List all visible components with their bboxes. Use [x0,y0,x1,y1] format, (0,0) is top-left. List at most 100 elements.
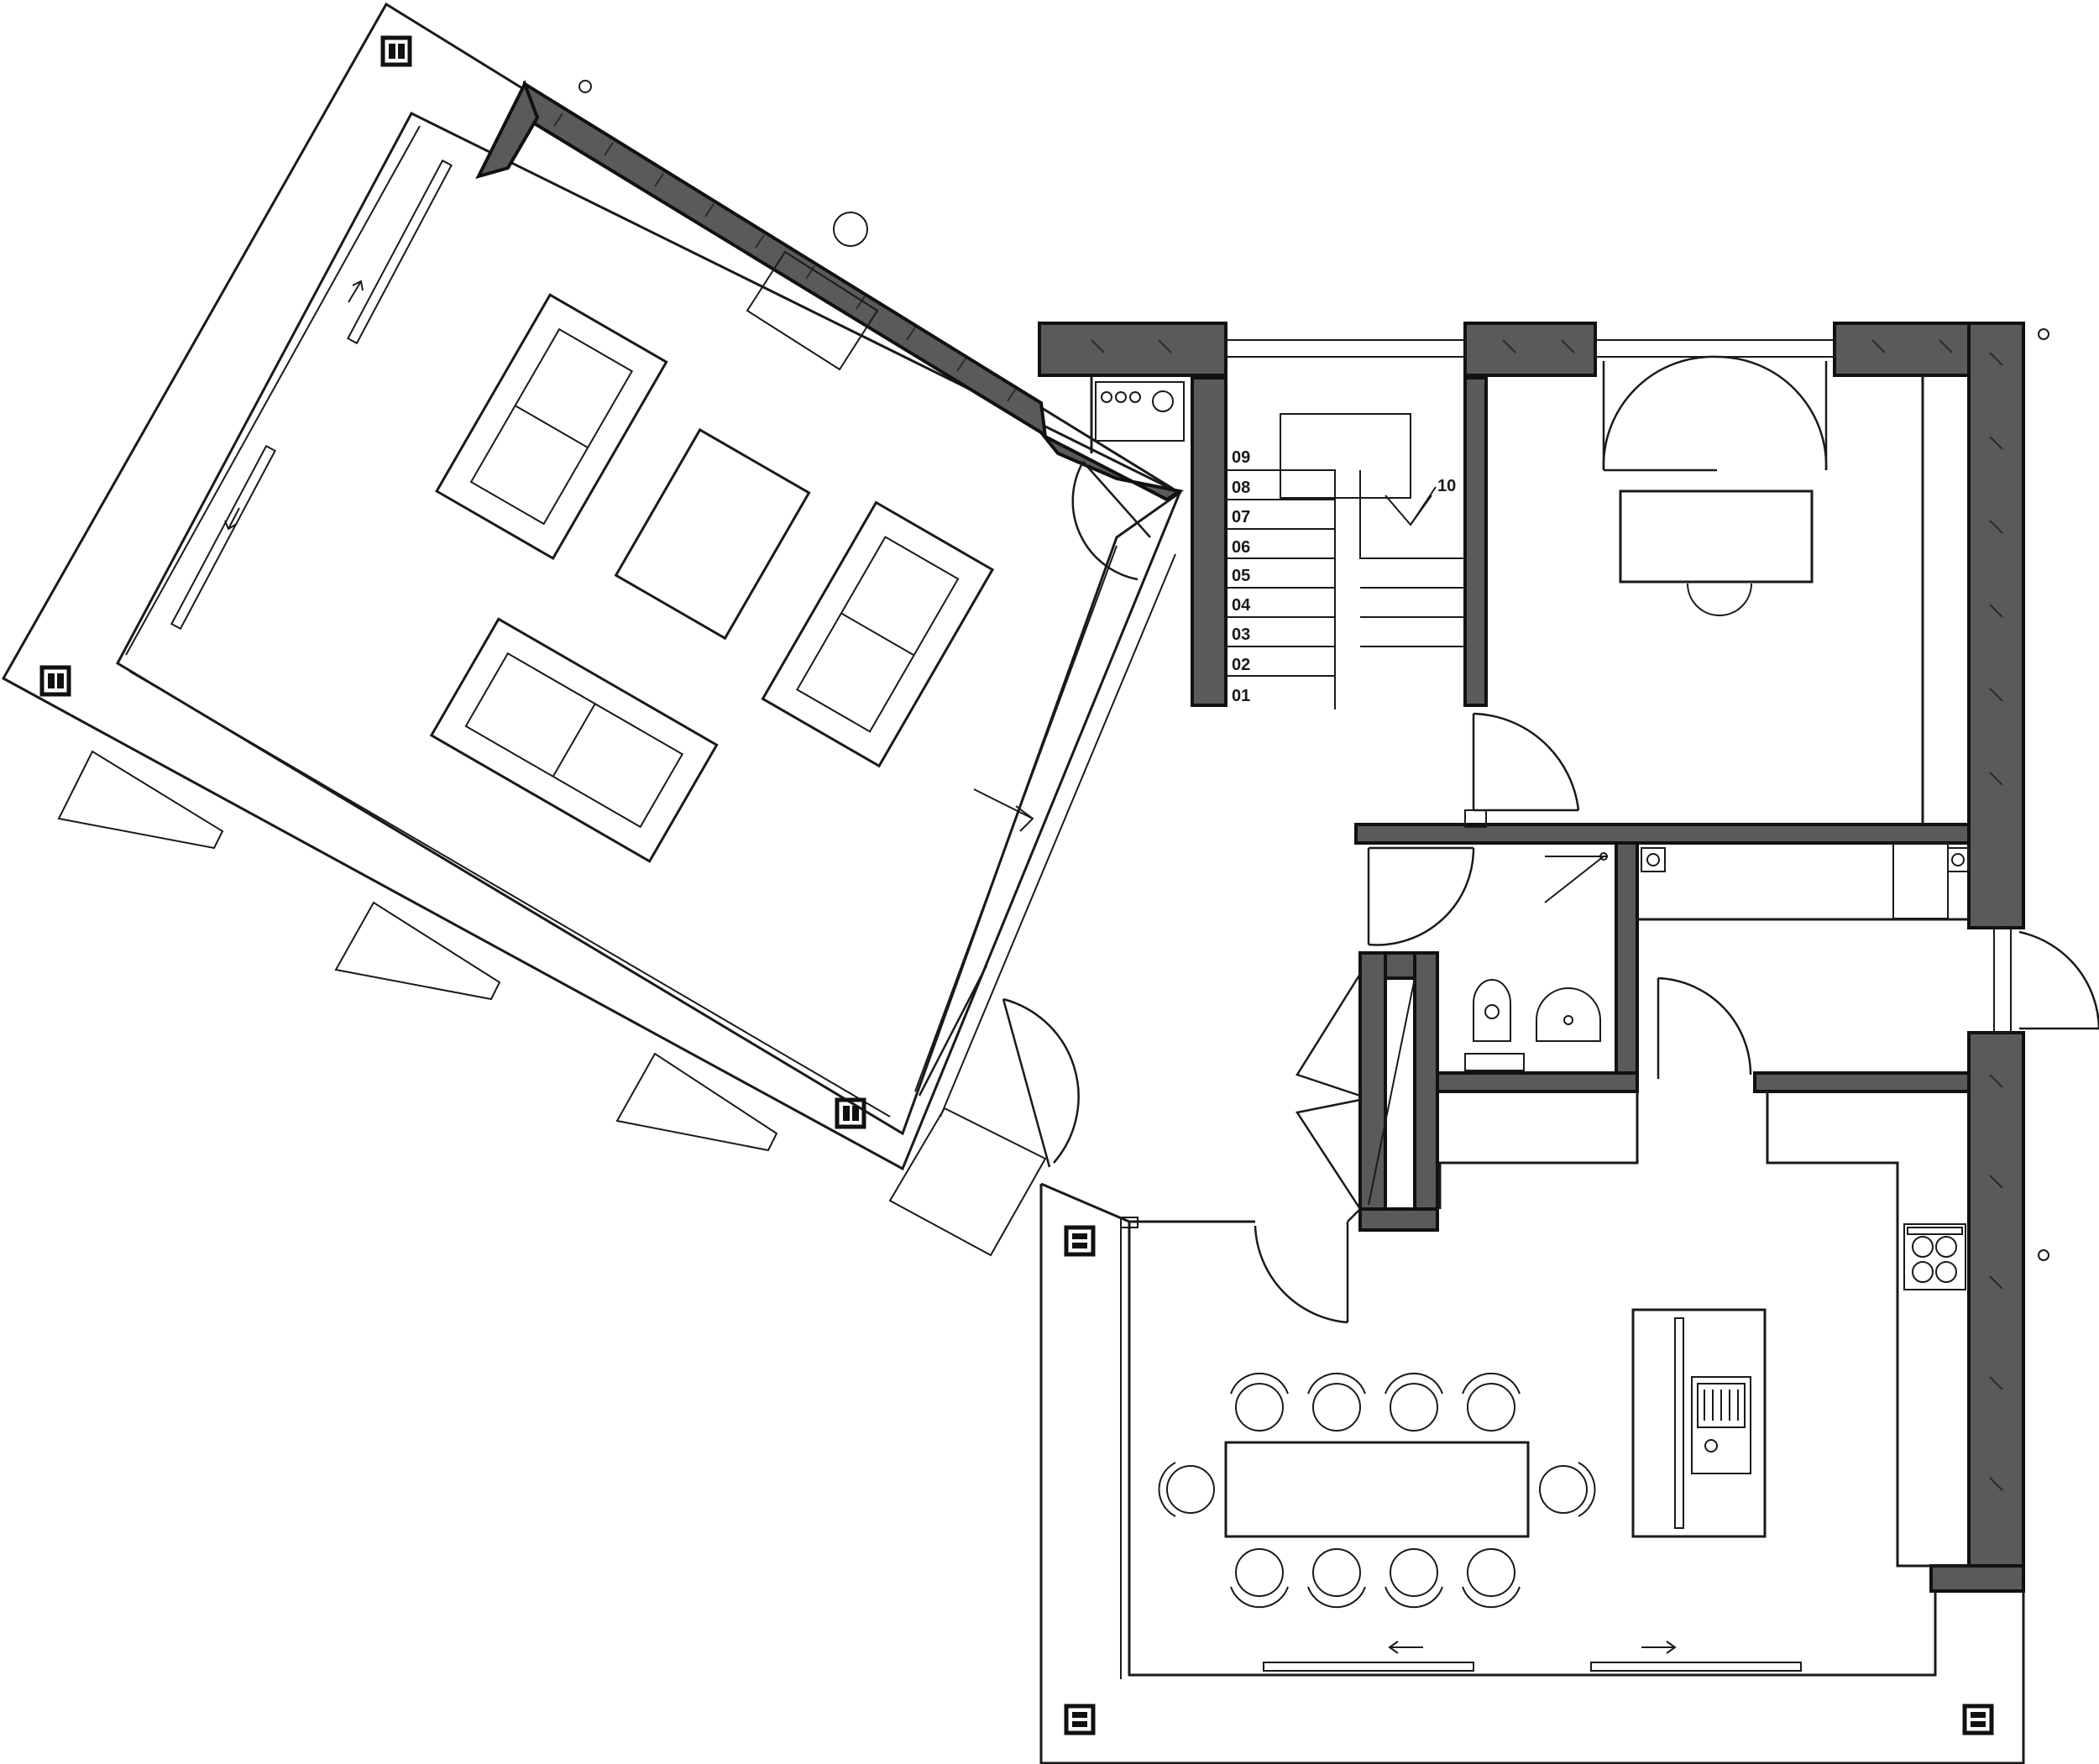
chair-n3 [1390,1383,1438,1432]
wall-stair-west [1191,376,1227,707]
stair-landing [1280,413,1411,499]
living-terrace-outline [1,2,1181,1171]
window-stair-north [1225,339,1466,358]
wall-corridor-south [1354,823,1971,845]
chair-w [1166,1465,1215,1514]
main-wall-hatch [1091,339,2003,1491]
step-05: 05 [1232,567,1250,585]
wall-east-1 [1967,322,2025,929]
wall-stair-east [1463,376,1488,707]
sliding-panel-nw-2[interactable] [170,444,276,631]
dining-outline [1039,1184,2025,1764]
living-wall-corner [475,80,540,180]
stair-treads [1226,499,1465,677]
desk-chair [1687,583,1752,616]
wall-closet-west [1358,951,1387,1232]
chair-e [1539,1465,1588,1514]
slide-arrow-nw-2-head [224,520,238,531]
column-terrace-w [39,665,71,697]
living-room-outline [116,112,1182,1136]
living-furniture [429,293,995,863]
step-06: 06 [1232,538,1250,557]
door-wc[interactable] [1368,847,1475,946]
column-dining-nw [1064,1225,1096,1257]
sliding-panel-nw-1[interactable] [347,159,453,345]
wc [1367,846,1970,1071]
staircase: 01 02 03 04 05 06 07 08 09 10 [1226,413,1465,709]
chair-s1 [1235,1548,1284,1597]
wall-corner-se [1929,1564,2025,1593]
downpipe-e2 [2038,1249,2049,1261]
step-04: 04 [1232,596,1251,615]
wall-north-2 [1463,322,1597,377]
utility-box [1095,381,1185,442]
step-03: 03 [1232,626,1250,644]
chair-s4 [1467,1548,1515,1597]
wc-counter [1464,1053,1525,1071]
desk [1619,489,1814,584]
chair-n2 [1312,1383,1361,1432]
living-wall-ne [523,81,1185,502]
main-walls [1038,322,2025,1593]
door-living-ne[interactable] [1071,461,1138,581]
column-corridor-2 [1947,847,1970,872]
slide-arrow-east [973,788,1034,819]
step-02: 02 [1232,656,1250,674]
slide-arrow-nw-2 [228,507,240,530]
door-dining-hall[interactable] [1254,1225,1348,1324]
main-outlines [1039,328,2099,1764]
kitchen [1631,1223,1966,1538]
cooktop [1903,1223,1966,1290]
living-inner-glazing [914,545,1118,1092]
step-01: 01 [1232,687,1250,705]
wall-closet-south [1358,1207,1439,1232]
living-glazing-nw [125,125,421,656]
closet-door-2[interactable] [1295,1098,1362,1210]
sliding-door-south-1[interactable] [1263,1662,1474,1672]
wall-north-1 [1038,322,1227,377]
closet [1295,973,1752,1210]
dining-chairs [1158,1372,1596,1609]
terrace-step-3 [615,1052,778,1152]
door-study-double-l[interactable] [1602,355,1718,471]
chair-s2 [1312,1548,1361,1597]
terrace-step-2 [334,901,501,1001]
washbasin [1536,987,1601,1042]
living-wall-hatch [553,113,1017,402]
step-10: 10 [1437,477,1456,495]
living-wing [1,2,1185,1257]
sliding-door-south-2[interactable] [1590,1662,1802,1672]
coffee-table [614,427,811,641]
closet-door-1[interactable] [1296,973,1362,1097]
living-glazing-sw [129,671,891,1118]
kitchen-counter [1766,1091,1969,1568]
door-kitchen[interactable] [1657,976,1752,1076]
chimney-flue [833,212,868,247]
storage-box [1892,842,1949,919]
downpipe-e1 [2038,328,2049,340]
wall-east-2 [1967,1031,2025,1593]
door-study-double-r[interactable] [1716,355,1828,471]
chair-s3 [1390,1548,1438,1597]
column-corridor-1 [1641,847,1666,872]
door-east[interactable] [2018,930,2099,1029]
step-08: 08 [1232,479,1250,497]
island-rail [1674,1317,1684,1529]
sink [1691,1376,1751,1474]
dining [1064,1225,1994,1735]
fireplace-niche [746,250,879,371]
dining-glazing [1128,1222,1937,1677]
wall-wc-east [1615,841,1639,1092]
column-dining-sw [1064,1704,1096,1735]
wall-wc-south [1434,1071,1639,1093]
door-study[interactable] [1473,712,1580,811]
step-09: 09 [1232,448,1250,467]
door-entry[interactable] [1002,997,1080,1164]
toilet [1473,979,1511,1042]
column-terrace-s [835,1097,866,1129]
column-dining-se [1962,1704,1994,1735]
shower-drain-line [1544,856,1604,903]
dining-table [1224,1441,1530,1538]
chair-n4 [1467,1383,1515,1432]
